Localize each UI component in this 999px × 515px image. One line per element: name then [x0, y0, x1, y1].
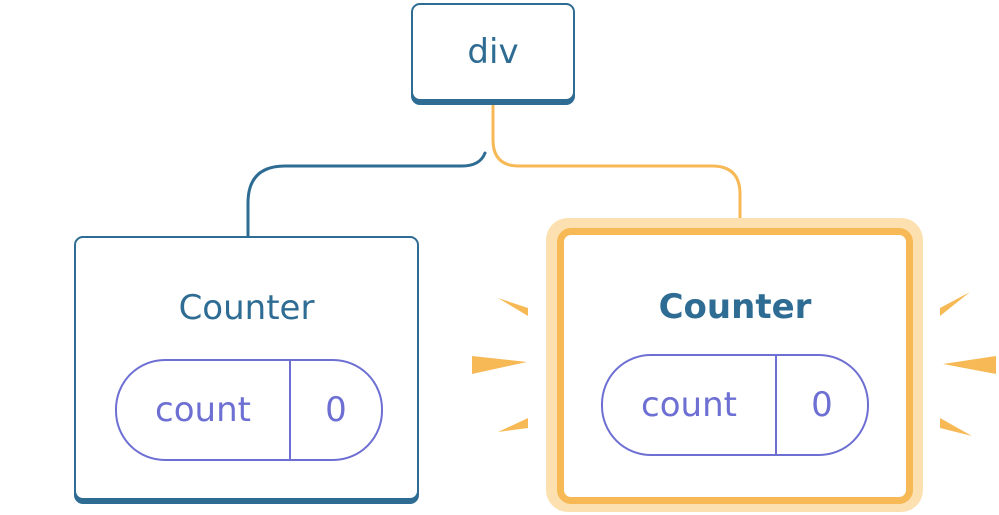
state-value-right: 0 [811, 385, 833, 425]
sparkle-left-top-icon [498, 298, 528, 316]
sparkle-right-top-icon [940, 292, 970, 316]
sparkle-right-mid-icon [943, 356, 996, 374]
connector-left [246, 151, 487, 240]
sparkle-right-bottom-icon [940, 418, 972, 436]
counter-node-left: Counter count 0 [74, 236, 419, 500]
root-div-label: div [467, 32, 519, 72]
sparkle-left-mid-icon [472, 356, 527, 374]
root-div-node: div [411, 3, 575, 101]
state-pill-left: count 0 [115, 359, 383, 461]
state-name-left: count [117, 361, 291, 459]
state-name-right: count [603, 356, 777, 454]
state-value-left: 0 [325, 390, 347, 430]
counter-title-right: Counter [658, 287, 812, 327]
sparkle-left-bottom-icon [498, 418, 528, 432]
counter-node-right-highlighted: Counter count 0 [557, 228, 913, 504]
counter-title-left: Counter [178, 288, 315, 328]
connector-right [491, 101, 742, 228]
state-pill-right: count 0 [601, 354, 869, 456]
